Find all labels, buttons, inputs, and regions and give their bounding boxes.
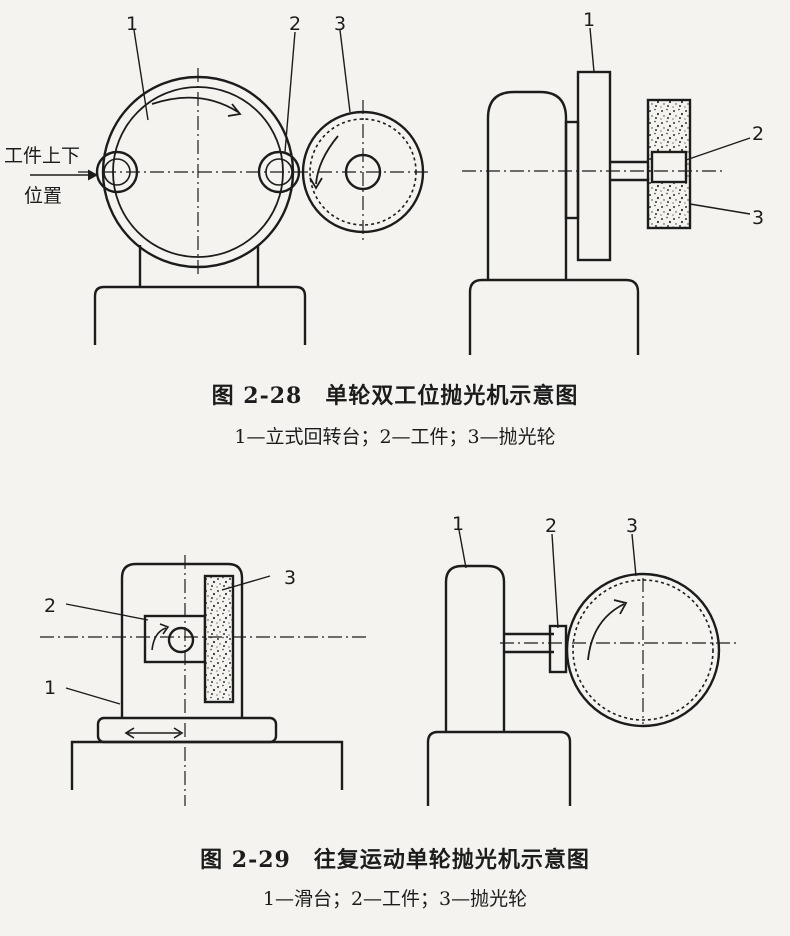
label-2: 2 xyxy=(289,13,301,35)
pedestal xyxy=(138,245,260,287)
workpiece-side xyxy=(650,150,688,184)
rotary-table-side xyxy=(576,70,612,262)
label-workpiece-position-line2: 位置 xyxy=(24,185,62,207)
machine-base xyxy=(468,278,640,355)
label-2: 2 xyxy=(545,515,557,537)
label-2: 2 xyxy=(752,123,764,145)
label-1: 1 xyxy=(126,13,138,35)
wheel-rotation-arrow xyxy=(587,603,625,661)
label-2: 2 xyxy=(44,595,56,617)
label-3: 3 xyxy=(334,13,346,35)
label-3: 3 xyxy=(752,207,764,229)
label-1: 1 xyxy=(583,9,595,31)
wheel-rotation-arrow xyxy=(315,135,339,185)
label-1: 1 xyxy=(44,677,56,699)
figure-caption-2-29: 图 2-29 往复运动单轮抛光机示意图 1—滑台；2—工件；3—抛光轮 xyxy=(0,842,790,911)
column xyxy=(444,564,506,732)
figure-legend: 1—滑台；2—工件；3—抛光轮 xyxy=(262,888,528,910)
workpiece xyxy=(167,626,195,654)
machine-base xyxy=(93,285,307,345)
figure-legend: 1—立式回转台；2—工件；3—抛光轮 xyxy=(234,426,556,448)
fig2-right-view xyxy=(426,529,740,806)
label-workpiece-position-line1: 工件上下 xyxy=(4,145,80,167)
rotation-arrow xyxy=(151,96,239,113)
table-flange xyxy=(564,120,580,220)
label-3: 3 xyxy=(626,515,638,537)
polishing-wheel xyxy=(565,572,721,728)
machine-base xyxy=(70,740,344,790)
fig1-right-view xyxy=(462,27,751,355)
slide-body xyxy=(120,562,244,718)
figure-caption-2-28: 图 2-28 单轮双工位抛光机示意图 1—立式回转台；2—工件；3—抛光轮 xyxy=(0,378,790,449)
figure-title: 图 2-29 往复运动单轮抛光机示意图 xyxy=(200,847,590,873)
fig2-left-view xyxy=(40,555,370,806)
polishing-wheel-face xyxy=(203,574,235,704)
figure-title: 图 2-28 单轮双工位抛光机示意图 xyxy=(211,383,579,409)
fig1-left-view xyxy=(30,29,432,345)
machine-base xyxy=(426,730,572,806)
label-1: 1 xyxy=(452,513,464,535)
slide-table xyxy=(96,716,278,744)
column xyxy=(486,90,568,280)
label-3: 3 xyxy=(284,567,296,589)
